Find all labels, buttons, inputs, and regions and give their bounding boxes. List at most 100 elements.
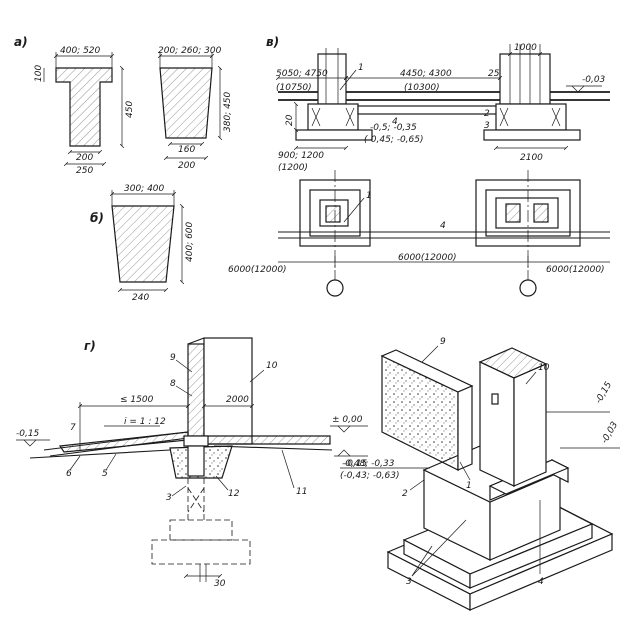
dim-g-lvl-right: -0,15 — [344, 459, 368, 469]
dim-v-span-mid: 4450; 4300 — [400, 69, 452, 79]
panel-b: б) 300; 400 400; 600 240 — [90, 184, 195, 303]
plinth — [183, 435, 209, 447]
iso-lvl3: -0,48; -0,33 — [342, 459, 395, 469]
dim-v-height20: 20 — [285, 114, 295, 126]
right-column — [499, 53, 551, 105]
mark-g-10: 10 — [266, 361, 278, 371]
iso-mark-2: 2 — [402, 489, 408, 499]
trapezoid-section-b — [111, 205, 175, 283]
dim-g-lvl-left: -0,15 — [16, 429, 40, 439]
panel-v-label: в) — [266, 35, 279, 49]
left-column — [317, 53, 347, 105]
dim-g-slope: i = 1 : 12 — [124, 417, 166, 427]
mark-v-1b: 1 — [366, 191, 372, 201]
dim-v-span-left: 5050; 4750 — [276, 69, 328, 79]
iso-lvl1: -0,15 — [594, 380, 614, 405]
panel-iso: -0,15 -0,03 -0,48; -0,33 (-0,43; -0,63) … — [340, 337, 620, 611]
dim-g-zero: ± 0,00 — [332, 415, 363, 425]
iso-mark-10: 10 — [538, 363, 550, 373]
dim-v-base-left: 900; 1200 — [278, 151, 324, 161]
mark-g-6: 6 — [66, 469, 72, 479]
axis-bubble-left — [326, 279, 344, 297]
panel-v: в) 1000 5050; 4750 (10750) — [228, 35, 610, 297]
blind-area — [58, 431, 189, 453]
panel-g-label: г) — [84, 339, 96, 353]
wall-panel — [187, 343, 205, 437]
dim-a-right-bottom1: 160 — [178, 145, 195, 155]
plan-left-column — [325, 205, 341, 223]
dim-b-bottom: 240 — [132, 293, 149, 303]
mark-g-9: 9 — [170, 353, 176, 363]
iso-step-side — [469, 523, 593, 589]
dim-a-right-top: 200; 260; 300 — [158, 46, 222, 56]
dim-a-left-top: 400; 520 — [60, 46, 101, 56]
iso-lvl4: (-0,43; -0,63) — [340, 471, 400, 481]
dim-v-span-mid-paren: (10300) — [404, 83, 440, 93]
trapezoid-section — [159, 67, 213, 139]
dim-g-bottom30: 30 — [214, 579, 226, 589]
iso-mark-3: 3 — [406, 577, 412, 587]
dim-v-grid-left: 6000(12000) — [228, 265, 287, 275]
dim-a-left-bottom2: 250 — [76, 166, 93, 176]
plan-right-column-a — [505, 203, 521, 223]
dim-v-level-beam2: (-0,45; -0,65) — [364, 135, 424, 145]
dim-v-base-right: 2100 — [520, 153, 543, 163]
right-footing — [483, 129, 581, 141]
dim-b-height: 400; 600 — [185, 221, 195, 262]
left-foundation — [307, 103, 359, 131]
iso-lvl2: -0,03 — [600, 420, 620, 445]
axis-bubble-right — [519, 279, 537, 297]
panel-a: а) 400; 520 100 450 200 250 200; 260; 30… — [14, 35, 233, 176]
mark-g-3: 3 — [166, 493, 172, 503]
dim-b-top: 300; 400 — [124, 184, 165, 194]
iso-wall-edge — [457, 385, 473, 471]
foundation-dashed-1 — [169, 519, 233, 541]
dim-a-left-height: 100 — [34, 65, 44, 82]
dim-v-gap: 25 — [488, 69, 500, 79]
dim-a-left-bottom1: 200 — [76, 153, 93, 163]
dim-a-left-total: 450 — [125, 101, 135, 118]
iso-column-detail — [491, 393, 499, 405]
iso-mark-4: 4 — [538, 577, 544, 587]
dim-g-dist2: 2000 — [226, 395, 249, 405]
right-foundation — [495, 103, 567, 131]
iso-column-top — [478, 347, 548, 379]
panel-b-label: б) — [90, 211, 104, 225]
mark-v-1: 1 — [358, 63, 364, 73]
left-footing — [295, 129, 373, 141]
plan-right-column-b — [533, 203, 549, 223]
beam-section — [187, 445, 205, 477]
mark-g-12: 12 — [228, 489, 240, 499]
dim-v-grid-mid: 6000(12000) — [398, 253, 457, 263]
mark-v-3: 3 — [484, 121, 490, 131]
foundation-beam — [357, 105, 499, 115]
dim-v-level-beam: -0,5; -0,35 — [370, 123, 417, 133]
iso-mark-1: 1 — [466, 481, 472, 491]
mark-g-5: 5 — [102, 469, 108, 479]
column-g — [203, 337, 253, 445]
mark-v-4: 4 — [392, 117, 398, 127]
dim-a-right-bottom2: 200 — [178, 161, 195, 171]
panel-g: г) 30 ≤ 1500 2000 i = — [16, 337, 368, 589]
ground-line — [29, 445, 333, 459]
dim-v-top-right: 1000 — [514, 43, 537, 53]
floor-slab — [203, 435, 331, 445]
iso-column-front — [479, 361, 515, 487]
mark-g-7: 7 — [70, 423, 76, 433]
mark-v-4b: 4 — [440, 221, 446, 231]
dim-v-span-left-paren: (10750) — [276, 83, 312, 93]
plan-right-inner — [495, 197, 559, 229]
mark-g-11: 11 — [296, 487, 307, 497]
dim-a-right-height: 380; 450 — [223, 91, 233, 132]
mark-v-2: 2 — [484, 109, 490, 119]
panel-a-label: а) — [14, 35, 28, 49]
iso-column-side — [513, 363, 547, 487]
dim-v-grid-right: 6000(12000) — [546, 265, 605, 275]
dim-v-base-left2: (1200) — [278, 163, 308, 173]
foundation-dashed-2 — [151, 539, 251, 565]
iso-base-side — [469, 533, 613, 611]
t-section — [55, 67, 113, 147]
dim-v-level-top: -0,03 — [582, 75, 606, 85]
